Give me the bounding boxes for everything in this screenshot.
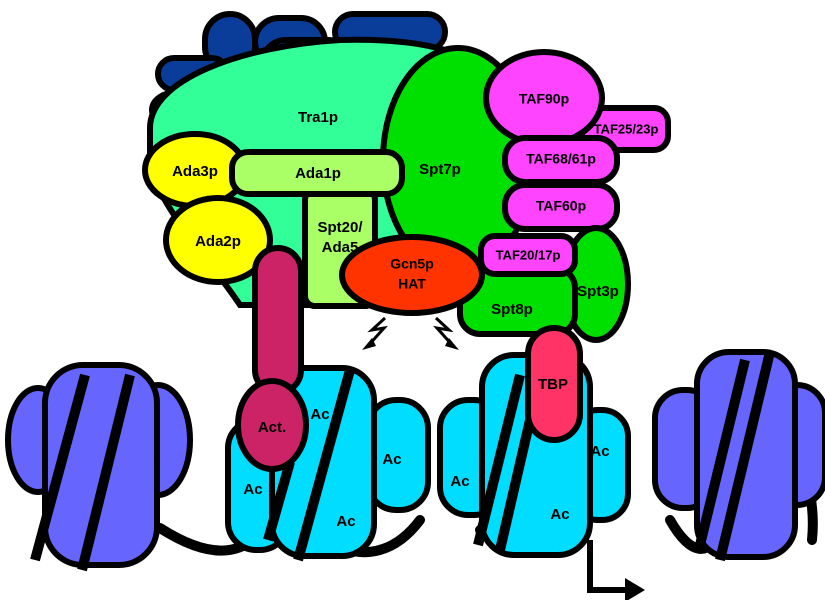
transcription-arrowhead-icon — [625, 578, 645, 600]
taf68-61p-label: TAF68/61p — [526, 151, 596, 167]
transcription-arrow-icon — [587, 540, 628, 593]
nucleosome-left-stripe-2 — [77, 373, 135, 572]
tbp-label: TBP — [538, 376, 568, 393]
spt7p-label: Spt7p — [419, 161, 461, 178]
nucleosome-2-stripe-2 — [263, 460, 295, 542]
lightning-bolt-tip-icon — [445, 338, 459, 350]
gcn5p-hat — [339, 234, 485, 316]
nucleosome-left-stripe-1 — [30, 373, 90, 562]
acetyl-label: Ac — [336, 513, 355, 530]
lightning-bolt-tip-icon — [362, 338, 376, 350]
ada3p-label: Ada3p — [172, 163, 218, 180]
nucleosome-right — [652, 349, 825, 562]
nucleosome-right-stripe-2 — [695, 358, 750, 547]
nucleosome-3-stripe-2 — [473, 373, 525, 547]
lightning-bolt-icon — [366, 316, 388, 347]
activator-label: Act. — [258, 419, 286, 436]
spt8p-label: Spt8p — [491, 301, 533, 318]
taf90p-label: TAF90p — [519, 91, 569, 107]
taf25-23p-label: TAF25/23p — [594, 121, 659, 136]
ada1p-label: Ada1p — [295, 165, 341, 182]
lightning-bolt-icon — [433, 316, 455, 347]
acetyl-label: Ac — [550, 506, 569, 523]
taf60p-label: TAF60p — [536, 198, 586, 214]
tra1p-label: Tra1p — [298, 109, 338, 126]
nucleosome-right-stripe-1 — [715, 350, 775, 562]
acetyl-label: Ac — [243, 481, 262, 498]
activator — [235, 378, 309, 472]
gcn5p-label-line2: HAT — [398, 276, 426, 292]
ada1p — [229, 149, 405, 197]
tbp — [525, 325, 583, 443]
spt20-label-line2: Ada5 — [322, 239, 359, 256]
taf20-17p — [478, 233, 578, 277]
activator-stalk — [252, 245, 304, 396]
acetyl-label: Ac — [382, 451, 401, 468]
acetyl-label: Ac — [450, 473, 469, 490]
acetyl-label: Ac — [310, 406, 329, 423]
ada2p — [163, 195, 273, 285]
gcn5p-label-line1: Gcn5p — [390, 256, 434, 272]
nucleosome-2-stripe-1 — [293, 368, 355, 562]
spt20-label-line1: Spt20/ — [317, 219, 363, 236]
taf60p — [502, 182, 620, 232]
acetyl-label: Ac — [590, 443, 609, 460]
taf20-17p-label: TAF20/17p — [496, 247, 561, 262]
ada2p-label: Ada2p — [195, 233, 241, 250]
spt3p-label: Spt3p — [577, 283, 619, 300]
nucleosome-left — [5, 362, 193, 572]
